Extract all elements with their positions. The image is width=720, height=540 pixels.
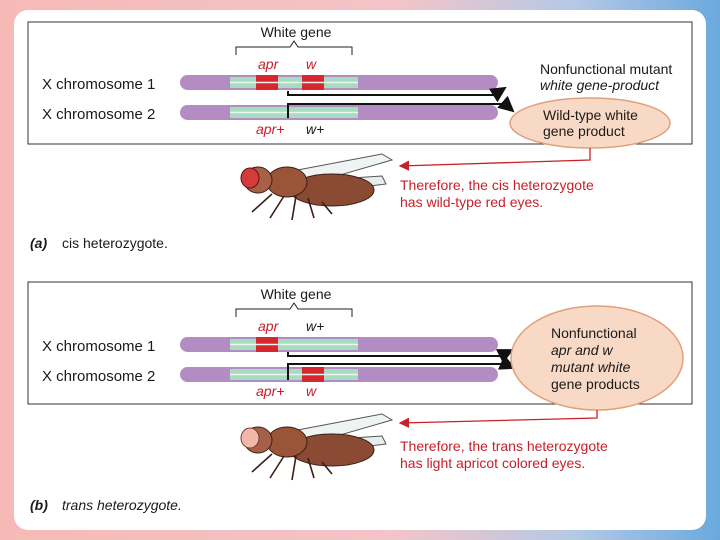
allele-w-1-a: w: [306, 56, 317, 72]
conclusion-line2-b: has light apricot colored eyes.: [400, 455, 585, 471]
allele-apr-2-b: apr+: [256, 383, 284, 399]
panel-a-box: [27, 21, 693, 145]
caption-text-a: cis heterozygote.: [62, 235, 168, 251]
red-eye: [240, 167, 260, 189]
arrow-chr1-product-a: [287, 86, 507, 103]
product-top-line1-a: Nonfunctional mutant: [540, 61, 672, 77]
red-arrow-b: [398, 410, 598, 428]
allele-apr-1-a: apr: [258, 56, 280, 72]
allele-apr-1-b: apr: [258, 318, 280, 334]
conclusion-line2-a: has wild-type red eyes.: [400, 194, 543, 210]
caption-letter-b: (b): [30, 497, 48, 513]
bubble-line2-a: gene product: [543, 123, 625, 139]
gene-label-b: White gene: [261, 286, 332, 302]
chromosome-2-label-b: X chromosome 2: [42, 368, 155, 385]
fruit-fly-red-eye-icon: [240, 153, 394, 221]
red-arrow-a: [398, 148, 591, 171]
gene-bracket-a: [235, 40, 353, 55]
caption-letter-a: (a): [30, 235, 47, 251]
allele-apr-2-a: apr+: [256, 121, 284, 137]
chromosome-1-label-b: X chromosome 1: [42, 338, 155, 355]
fruit-fly-apricot-eye-icon: [240, 413, 394, 481]
bubble-line4-b: gene products: [551, 376, 640, 392]
chromosome-1-label-a: X chromosome 1: [42, 76, 155, 93]
chromosome-2-label-a: X chromosome 2: [42, 106, 155, 123]
bubble-line2-b: apr and w: [551, 342, 613, 358]
bubble-line1-a: Wild-type white: [543, 107, 638, 123]
product-top-line2-a: white gene-product: [540, 77, 660, 93]
panel-b-box: [27, 281, 693, 405]
bubble-line1-b: Nonfunctional: [551, 325, 637, 341]
conclusion-line1-a: Therefore, the cis heterozygote: [400, 177, 594, 193]
arrow-chr1-product-b: [287, 349, 514, 364]
nonfunctional-bubble-b: [510, 305, 684, 411]
allele-w-2-b: w: [306, 383, 317, 399]
gene-label-a: White gene: [261, 24, 332, 40]
arrow-chr2-product-b: [287, 355, 516, 380]
allele-w-1-b: w+: [306, 318, 324, 334]
gene-bracket-b: [235, 302, 353, 317]
conclusion-line1-b: Therefore, the trans heterozygote: [400, 438, 608, 454]
caption-text-b: trans heterozygote.: [62, 497, 182, 513]
apricot-eye: [240, 427, 260, 449]
arrow-chr2-product-a: [287, 95, 515, 118]
bubble-line3-b: mutant white: [551, 359, 631, 375]
allele-w-2-a: w+: [306, 121, 324, 137]
